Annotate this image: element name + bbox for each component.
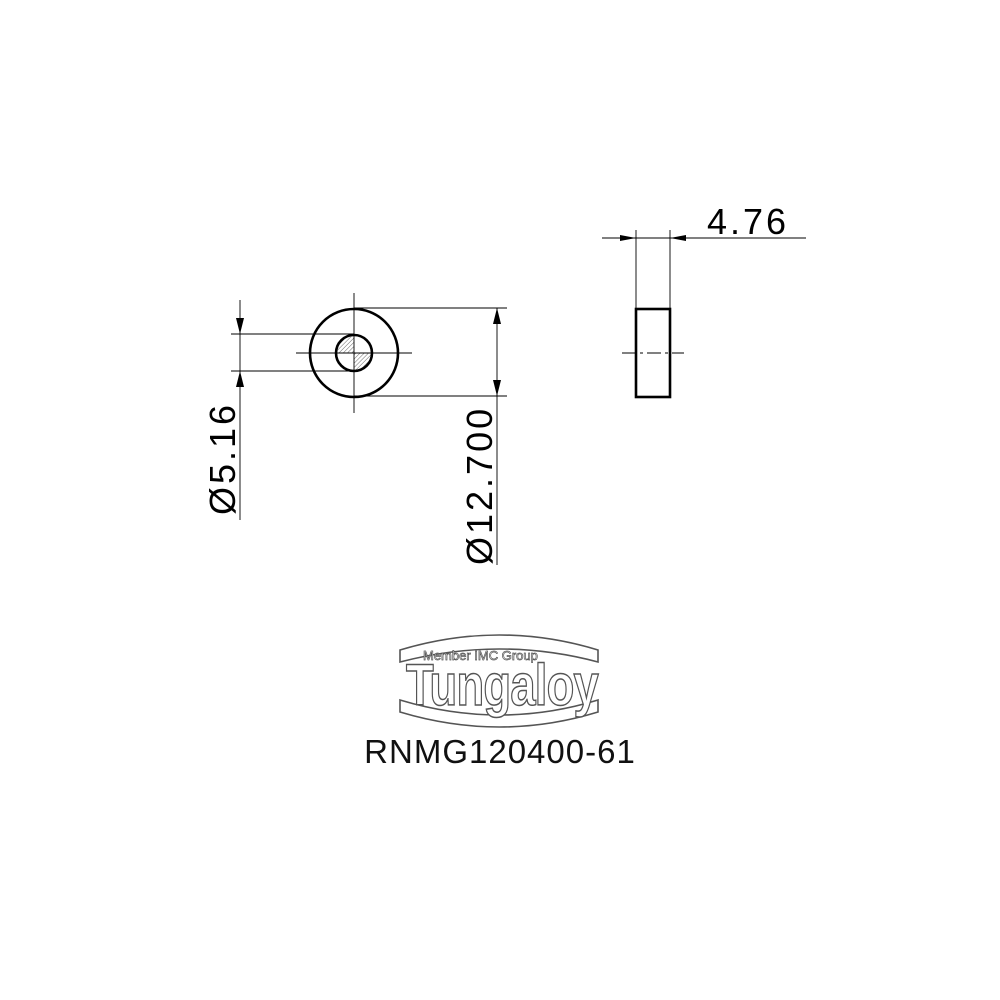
arrow-up-icon [493, 308, 501, 324]
logo-brand: Tungaloy [406, 653, 599, 718]
arrow-right-icon [620, 235, 636, 241]
logo-bottom-band [399, 698, 599, 728]
side-view: 4.76 [602, 201, 806, 399]
hatch-quadrant-bottom-right [354, 353, 372, 371]
outer-diameter-label: Ø12.700 [459, 406, 500, 565]
thickness-label: 4.76 [707, 201, 789, 242]
part-number: RNMG120400-61 [364, 733, 636, 770]
arrow-up-icon [236, 371, 244, 387]
hatch-quadrant-top-left [336, 335, 354, 353]
inner-diameter-label: Ø5.16 [202, 402, 243, 515]
logo-top-band [399, 634, 599, 664]
arrow-left-icon [670, 235, 686, 241]
front-view: Ø5.16 Ø12.700 [202, 293, 507, 565]
logo-tagline: Member IMC Group [423, 648, 538, 663]
tungaloy-logo: Member IMC Group Tungaloy [399, 634, 600, 728]
arrow-down-icon [236, 318, 244, 334]
arrow-down-icon [493, 380, 501, 396]
